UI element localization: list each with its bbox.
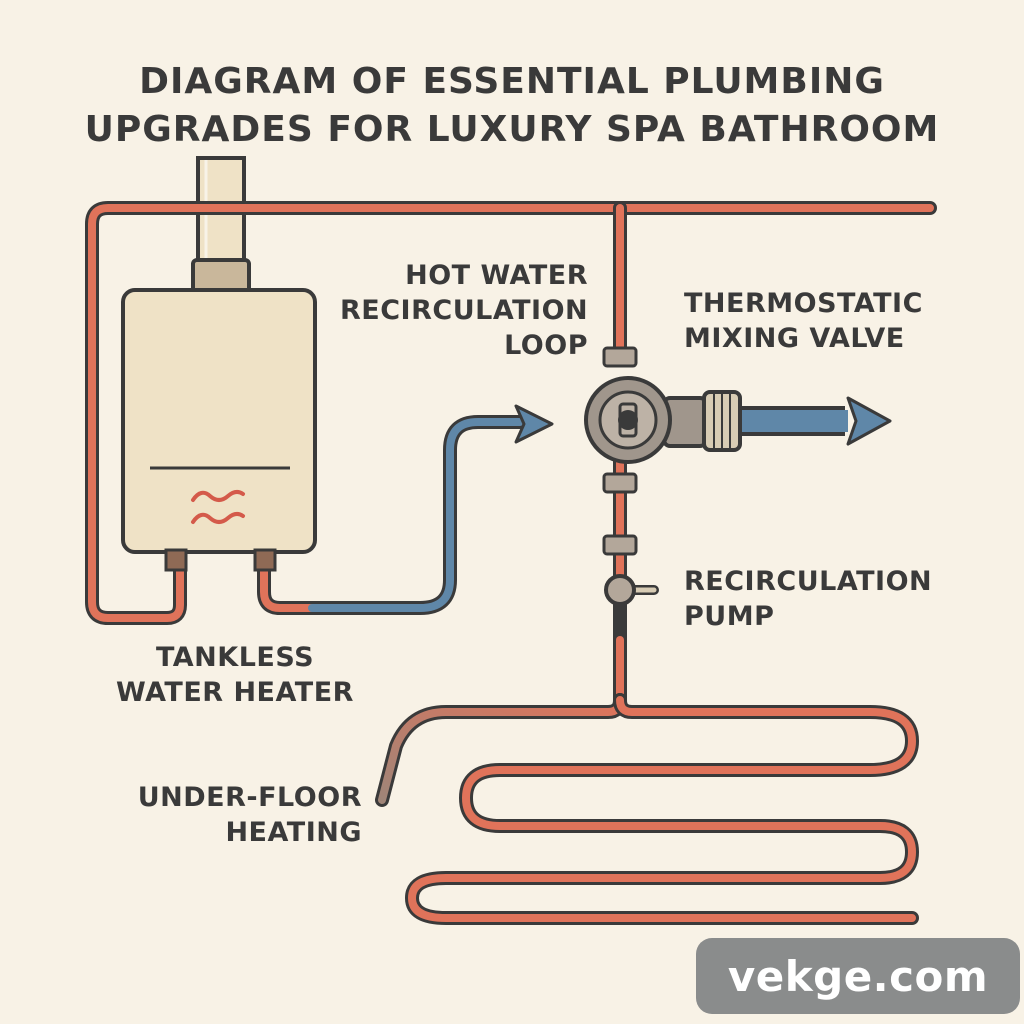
recirculation-pump <box>604 574 659 606</box>
diagram-title: DIAGRAM OF ESSENTIAL PLUMBING UPGRADES F… <box>0 58 1024 154</box>
label-under-floor-heating: UNDER-FLOOR HEATING <box>130 780 362 850</box>
arrow-right-icon <box>846 396 892 446</box>
under-floor-heating-loop <box>375 693 919 925</box>
pipe-fittings <box>602 346 638 556</box>
title-line-2: UPGRADES FOR LUXURY SPA BATHROOM <box>84 109 940 151</box>
label-thermostatic-mixing-valve: THERMOSTATIC MIXING VALVE <box>684 286 923 356</box>
label-tankless-water-heater: TANKLESS WATER HEATER <box>100 640 370 710</box>
label-line: RECIRCULATION <box>684 566 933 597</box>
label-line: THERMOSTATIC <box>684 288 923 319</box>
label-recirculation-pump: RECIRCULATION PUMP <box>684 564 932 634</box>
tankless-water-heater <box>121 258 317 572</box>
thermostatic-mixing-valve <box>584 376 848 464</box>
label-line: WATER HEATER <box>116 677 354 708</box>
arrow-right-icon <box>514 404 554 444</box>
label-line: RECIRCULATION <box>340 295 589 326</box>
label-line: PUMP <box>684 601 775 632</box>
hot-supply-pipe <box>85 201 937 625</box>
label-line: UNDER-FLOOR <box>137 782 362 813</box>
label-line: HOT WATER <box>405 260 588 291</box>
label-line: TANKLESS <box>155 642 315 673</box>
label-line: MIXING VALVE <box>684 323 905 354</box>
title-line-1: DIAGRAM OF ESSENTIAL PLUMBING <box>139 61 885 103</box>
heat-wave-icon <box>191 489 245 524</box>
label-line: LOOP <box>504 330 588 361</box>
watermark: vekge.com <box>696 938 1020 1014</box>
heater-outlet-pipe <box>257 415 527 615</box>
label-hot-water-recirculation-loop: HOT WATER RECIRCULATION LOOP <box>340 258 588 363</box>
label-line: HEATING <box>225 817 362 848</box>
